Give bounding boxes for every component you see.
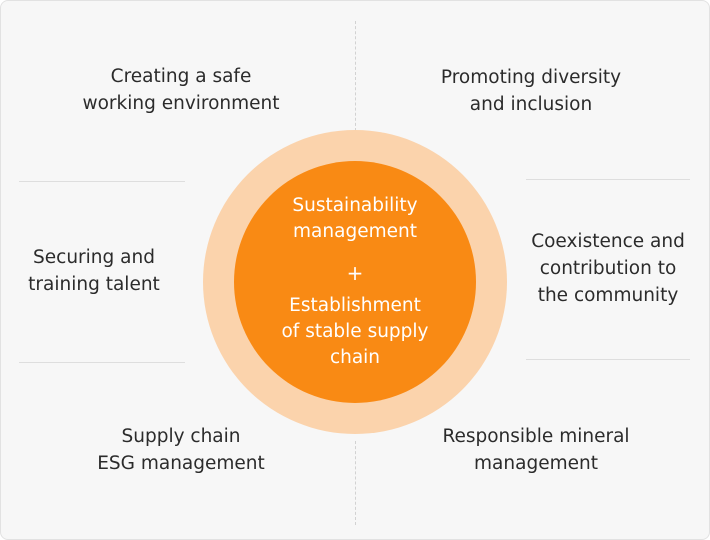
divider-vertical-bottom xyxy=(355,441,356,525)
label-community-contribution: Coexistence and contribution to the comm… xyxy=(531,231,685,306)
divider-left-lower xyxy=(19,362,185,363)
label-securing-talent: Securing and training talent xyxy=(28,247,160,295)
label-safe-working-environment: Creating a safe working environment xyxy=(82,66,280,114)
label-responsible-mineral: Responsible mineral management xyxy=(442,426,630,474)
divider-vertical-top xyxy=(355,21,356,131)
center-circle xyxy=(234,161,476,403)
divider-right-upper xyxy=(526,179,690,180)
divider-left-upper xyxy=(19,181,185,182)
divider-right-lower xyxy=(526,359,690,360)
label-diversity-inclusion: Promoting diversity and inclusion xyxy=(440,67,622,115)
center-plus-sign: + xyxy=(346,261,364,285)
label-supply-chain-esg: Supply chain ESG management xyxy=(97,426,265,474)
center-title-supply-chain: Establishment of stable supply chain xyxy=(281,295,429,368)
center-title-sustainability: Sustainability management xyxy=(292,195,418,242)
